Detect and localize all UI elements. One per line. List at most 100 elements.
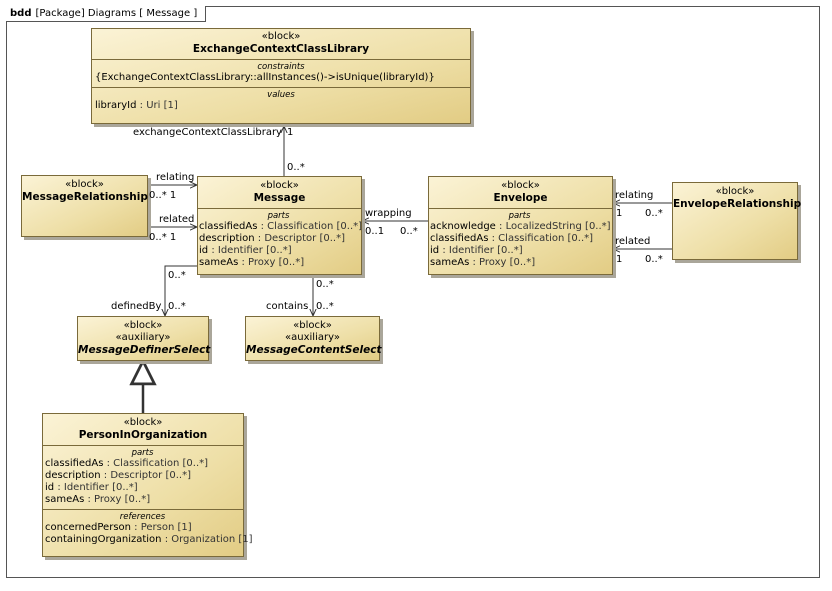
role-label-relating: relating (156, 172, 195, 183)
block-name: PersonInOrganization (78, 429, 208, 441)
role-label-defined-by: definedBy (111, 301, 162, 312)
diagram-kind: bdd (10, 8, 32, 19)
part-name: sameAs (430, 257, 470, 268)
block-header: «block» Envelope (429, 177, 612, 208)
compartment-title: constraints (257, 62, 305, 72)
part-type: : LocalizedString [0..*] (495, 221, 611, 232)
part-type: : Proxy [0..*] (84, 494, 151, 505)
constraint-text: {ExchangeContextClassLibrary::allInstanc… (95, 72, 435, 83)
block-header: «block» PersonInOrganization (43, 414, 243, 445)
block-message-relationship[interactable]: «block» MessageRelationship (21, 175, 148, 237)
link-message-definedby (165, 265, 197, 316)
compartment-title: values (267, 90, 295, 100)
reference-name: concernedPerson (45, 522, 131, 533)
stereotype-label: «block» (293, 320, 332, 331)
part-type: : Descriptor [0..*] (254, 233, 345, 244)
parts-compartment: parts acknowledge : LocalizedString [0..… (429, 208, 612, 272)
values-compartment: values libraryId : Uri [1] (92, 87, 470, 115)
stereotype-label: «block» (65, 179, 104, 190)
diagram-frame (6, 6, 820, 578)
role-label-exchange-context-class-library: exchangeContextClassLibrary (133, 127, 282, 138)
part-row: sameAs : Proxy [0..*] (199, 257, 358, 269)
multiplicity-label: 0..* (168, 270, 186, 281)
role-label-related: related (615, 236, 651, 247)
part-name: description (45, 470, 101, 481)
block-header: «block» EnvelopeRelationship (673, 183, 802, 214)
role-label-contains: contains (266, 301, 309, 312)
references-compartment: references concernedPerson : Person [1] … (43, 509, 253, 549)
part-row: id : Identifier [0..*] (45, 482, 240, 494)
block-message[interactable]: «block» Message parts classifiedAs : Cla… (197, 176, 362, 275)
role-label-relating: relating (615, 190, 654, 201)
part-name: id (199, 245, 209, 256)
block-exchange-context-class-library[interactable]: «block» ExchangeContextClassLibrary cons… (91, 28, 471, 124)
block-envelope[interactable]: «block» Envelope parts acknowledge : Loc… (428, 176, 613, 275)
reference-type: : Person [1] (130, 522, 192, 533)
part-type: : Classification [0..*] (488, 233, 594, 244)
part-name: sameAs (45, 494, 85, 505)
block-header: «block» Message (198, 177, 361, 208)
multiplicity-label: 0..* (168, 301, 186, 312)
multiplicity-label: 0..* (645, 208, 663, 219)
multiplicity-label: 1 (616, 254, 623, 265)
block-message-definer-select[interactable]: «block» «auxiliary» MessageDefinerSelect (77, 316, 210, 361)
part-type: : Identifier [0..*] (439, 245, 523, 256)
multiplicity-label: 0..* (316, 279, 334, 290)
role-label-wrapping: wrapping (365, 208, 412, 219)
stereotype-label: «auxiliary» (115, 332, 171, 343)
reference-name: containingOrganization (45, 534, 162, 545)
part-row: id : Identifier [0..*] (199, 245, 358, 257)
block-name: MessageRelationship (22, 191, 148, 203)
role-label-related: related (159, 214, 195, 225)
block-name: Message (253, 192, 306, 204)
value-name: libraryId (95, 100, 137, 111)
block-header: «block» «auxiliary» MessageContentSelect (246, 317, 382, 360)
stereotype-label: «block» (501, 180, 540, 191)
part-row: acknowledge : LocalizedString [0..*] (430, 221, 611, 233)
compartment-title: parts (508, 211, 531, 221)
part-type: : Proxy [0..*] (238, 257, 305, 268)
parts-compartment: parts classifiedAs : Classification [0..… (198, 208, 362, 272)
block-header: «block» «auxiliary» MessageDefinerSelect (78, 317, 210, 360)
part-type: : Descriptor [0..*] (100, 470, 191, 481)
part-name: classifiedAs (199, 221, 258, 232)
multiplicity-label: 0..* (645, 254, 663, 265)
part-row: description : Descriptor [0..*] (45, 470, 240, 482)
multiplicity-label: 0..* (316, 301, 334, 312)
value-type: : Uri [1] (136, 100, 178, 111)
part-type: : Identifier [0..*] (54, 482, 138, 493)
diagram-frame-label: bdd[Package] Diagrams [ Message ] (6, 6, 207, 22)
block-person-in-organization[interactable]: «block» PersonInOrganization parts class… (42, 413, 253, 557)
reference-row: concernedPerson : Person [1] (45, 522, 240, 534)
part-name: classifiedAs (45, 458, 104, 469)
part-row: classifiedAs : Classification [0..*] (199, 221, 362, 233)
multiplicity-label: 0..* 1 (149, 232, 177, 243)
block-header: «block» ExchangeContextClassLibrary (92, 29, 470, 59)
multiplicity-label: 0..* (287, 162, 305, 173)
reference-type: : Organization [1] (161, 534, 253, 545)
block-name: EnvelopeRelationship (673, 198, 802, 210)
block-name: MessageContentSelect (246, 344, 382, 356)
diagram-title: [Package] Diagrams [ Message ] (35, 8, 198, 19)
value-row: libraryId : Uri [1] (95, 100, 467, 112)
block-name: Envelope (493, 192, 548, 204)
reference-row: containingOrganization : Organization [1… (45, 534, 253, 546)
block-name: ExchangeContextClassLibrary (192, 43, 370, 55)
part-type: : Classification [0..*] (257, 221, 363, 232)
part-name: id (430, 245, 440, 256)
part-row: classifiedAs : Classification [0..*] (45, 458, 240, 470)
multiplicity-label: 1 (616, 208, 623, 219)
block-envelope-relationship[interactable]: «block» EnvelopeRelationship (672, 182, 802, 260)
stereotype-label: «block» (715, 186, 755, 197)
compartment-title: references (119, 512, 166, 522)
part-row: sameAs : Proxy [0..*] (45, 494, 240, 506)
multiplicity-label: 1 (287, 127, 294, 138)
block-message-content-select[interactable]: «block» «auxiliary» MessageContentSelect (245, 316, 382, 361)
stereotype-label: «block» (260, 180, 299, 191)
constraints-compartment: constraints {ExchangeContextClassLibrary… (92, 59, 470, 87)
multiplicity-label: 0..1 (365, 226, 385, 237)
part-name: id (45, 482, 55, 493)
part-row: description : Descriptor [0..*] (199, 233, 358, 245)
block-header: «block» MessageRelationship (22, 176, 148, 207)
